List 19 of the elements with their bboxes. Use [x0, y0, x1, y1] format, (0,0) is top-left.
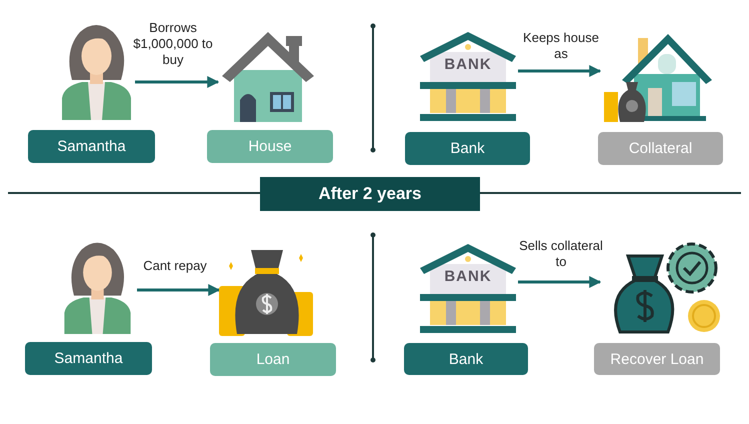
arrow: [137, 284, 220, 296]
sign-text: BANK: [443, 268, 493, 285]
edge-label: Cant repay: [142, 258, 208, 274]
name-label: Samantha: [25, 342, 152, 375]
result-label: Collateral: [598, 132, 723, 165]
arrow: [518, 65, 602, 77]
arrow: [518, 276, 602, 288]
edge-label: Borrows $1,000,000 to buy: [132, 20, 214, 68]
sign-text: BANK: [443, 56, 493, 73]
name-label: Bank: [405, 132, 530, 165]
section-banner: After 2 years: [260, 177, 480, 211]
item-label: Loan: [210, 343, 336, 376]
name-label: Bank: [404, 343, 528, 375]
arrow: [135, 76, 220, 88]
item-label: House: [207, 130, 333, 163]
result-label: Recover Loan: [594, 343, 720, 375]
edge-label: Keeps house as: [522, 30, 600, 62]
name-label: Samantha: [28, 130, 155, 163]
edge-label: Sells collateral to: [518, 238, 604, 270]
